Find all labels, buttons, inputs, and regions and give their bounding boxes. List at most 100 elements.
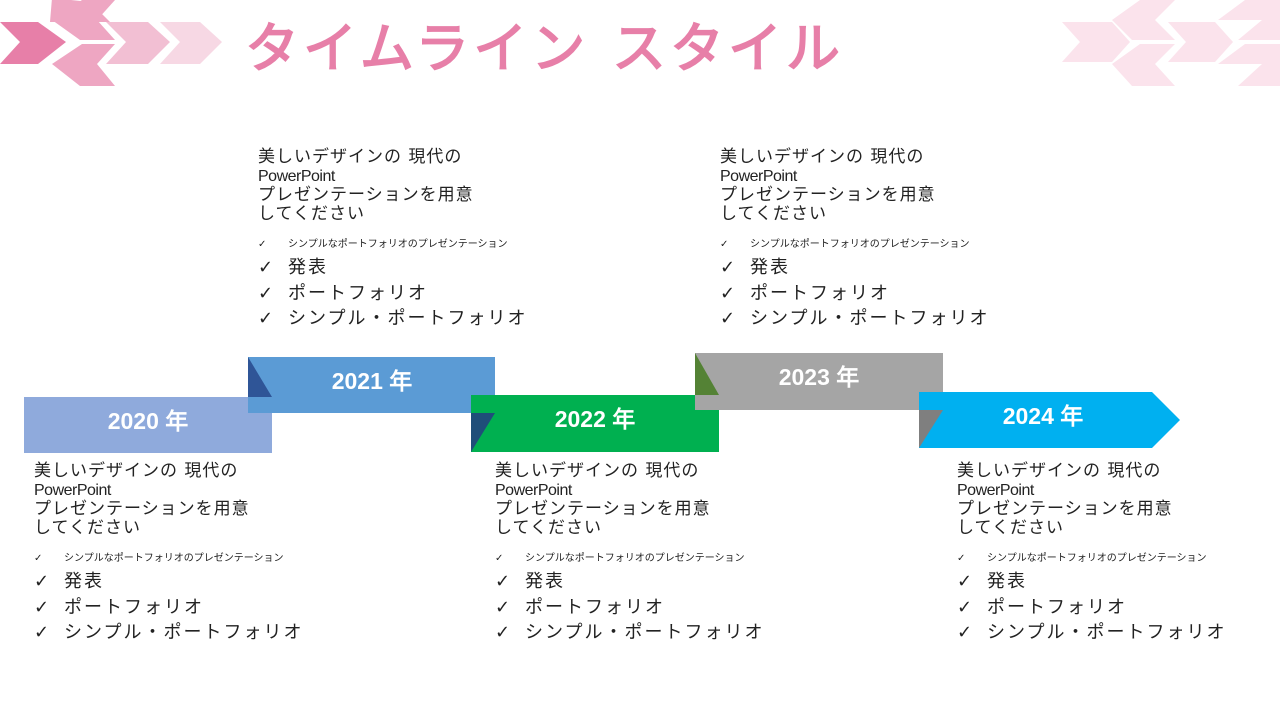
heading-line: してください [258,204,365,224]
check-icon: ✓ [258,282,276,304]
right-chevron-decoration [1062,0,1280,86]
small-bullet-text: シンプルなポートフォリオのプレゼンテーション [64,553,284,564]
check-icon: ✓ [495,622,513,643]
bullet-item: ✓ シンプル・ポートフォリオ [720,306,1020,332]
heading-line: してください [495,518,602,538]
check-icon: ✓ [34,553,43,564]
bullet-text: シンプル・ポートフォリオ [288,308,528,329]
bar-2023 [695,353,943,410]
bullet-item: ✓ ポートフォリオ [34,595,334,621]
bar-2020 [24,397,272,453]
check-icon: ✓ [34,622,52,643]
year-label-2022: 2022 年 [554,406,636,432]
heading-line: PowerPoint [34,482,111,499]
check-icon: ✓ [34,596,52,618]
small-bullet-text: シンプルなポートフォリオのプレゼンテーション [987,553,1207,564]
heading-line: PowerPoint [258,168,335,185]
check-icon: ✓ [720,308,738,329]
small-bullet-text: シンプルなポートフォリオのプレゼンテーション [750,239,970,250]
heading-line: PowerPoint [957,482,1034,499]
bullet-text: シンプル・ポートフォリオ [750,308,990,329]
heading-line: PowerPoint [720,168,797,185]
page-title: タイムライン スタイル [245,17,845,80]
heading-line: プレゼンテーションを用意 [34,499,250,519]
bullet-item: ✓ シンプル・ポートフォリオ [957,620,1257,646]
check-icon: ✓ [957,596,975,618]
bullet-item: ✓ポートフォリオ [957,595,1257,621]
bullet-text: ポートフォリオ [750,282,890,304]
check-icon: ✓ [258,239,267,250]
heading-line: 美しいデザインの 現代の [258,147,463,167]
year-label-2020: 2020 年 [107,408,189,434]
bullet-text: シンプル・ポートフォリオ [64,622,304,643]
heading-line: 美しいデザインの 現代の [495,461,700,481]
heading-line: プレゼンテーションを用意 [720,185,936,205]
fold-2024 [919,410,943,448]
bullet-item: ✓ シンプル・ポートフォリオ [495,620,795,646]
small-bullet-text: シンプルなポートフォリオのプレゼンテーション [288,239,508,250]
bullet-item: ✓ 発表 [495,569,795,595]
check-icon: ✓ [720,282,738,304]
bullet-item: ✓発表 [34,569,334,595]
heading-line: プレゼンテーションを用意 [495,499,711,519]
small-bullet: ✓ シンプルなポートフォリオのプレゼンテーション [720,239,1020,250]
heading-line: 美しいデザインの 現代の [957,461,1162,481]
bullet-text: 発表 [288,257,328,278]
bullet-item: ✓ シンプル・ポートフォリオ [258,306,558,332]
check-icon: ✓ [258,308,276,329]
bullet-item: ✓ ポートフォリオ [258,281,558,307]
small-bullet: ✓ シンプルなポートフォリオのプレゼンテーション [495,553,795,564]
check-icon: ✓ [957,622,975,643]
bullet-text: 発表 [750,257,790,278]
small-bullet: ✓ シンプルなポートフォリオのプレゼンテーション [957,553,1257,564]
heading-line: プレゼンテーションを用意 [258,185,474,205]
check-icon: ✓ [258,257,276,278]
bullet-item: ✓ ポートフォリオ [720,281,1020,307]
check-icon: ✓ [495,596,513,618]
bullet-text: ポートフォリオ [525,596,665,618]
check-icon: ✓ [495,571,513,592]
check-icon: ✓ [495,553,504,564]
fold-2022 [471,413,495,452]
fold-2023 [695,353,719,395]
year-label-2024: 2024 年 [1002,403,1084,429]
bullet-text: 発表 [987,571,1027,592]
year-label-2021: 2021 年 [331,368,413,394]
bullet-item: ✓ 発表 [258,255,558,281]
small-bullet-text: シンプルなポートフォリオのプレゼンテーション [525,553,745,564]
heading-line: 美しいデザインの 現代の [34,461,239,481]
heading-line: プレゼンテーションを用意 [957,499,1173,519]
heading-line: してください [720,204,827,224]
bullet-item: ✓ ポートフォリオ [495,595,795,621]
check-icon: ✓ [720,257,738,278]
heading-line: PowerPoint [495,482,572,499]
bullet-item: ✓ 発表 [720,255,1020,281]
check-icon: ✓ [957,553,966,564]
bar-2021 [248,357,495,413]
fold-2021 [248,357,272,397]
check-icon: ✓ [957,571,975,592]
bullet-text: シンプル・ポートフォリオ [987,622,1227,643]
bullet-text: ポートフォリオ [64,596,204,618]
heading-line: してください [34,518,141,538]
bullet-text: ポートフォリオ [288,282,428,304]
bullet-text: シンプル・ポートフォリオ [525,622,765,643]
small-bullet: ✓ シンプルなポートフォリオのプレゼンテーション [258,239,558,250]
bullet-text: 発表 [525,571,565,592]
check-icon: ✓ [720,239,729,250]
heading-line: 美しいデザインの 現代の [720,147,925,167]
bullet-item: ✓ 発表 [957,569,1257,595]
small-bullet: ✓ シンプルなポートフォリオのプレゼンテーション [34,553,334,564]
bar-2024 [919,392,1180,448]
bullet-item: ✓ シンプル・ポートフォリオ [34,620,334,646]
check-icon: ✓ [34,571,52,592]
